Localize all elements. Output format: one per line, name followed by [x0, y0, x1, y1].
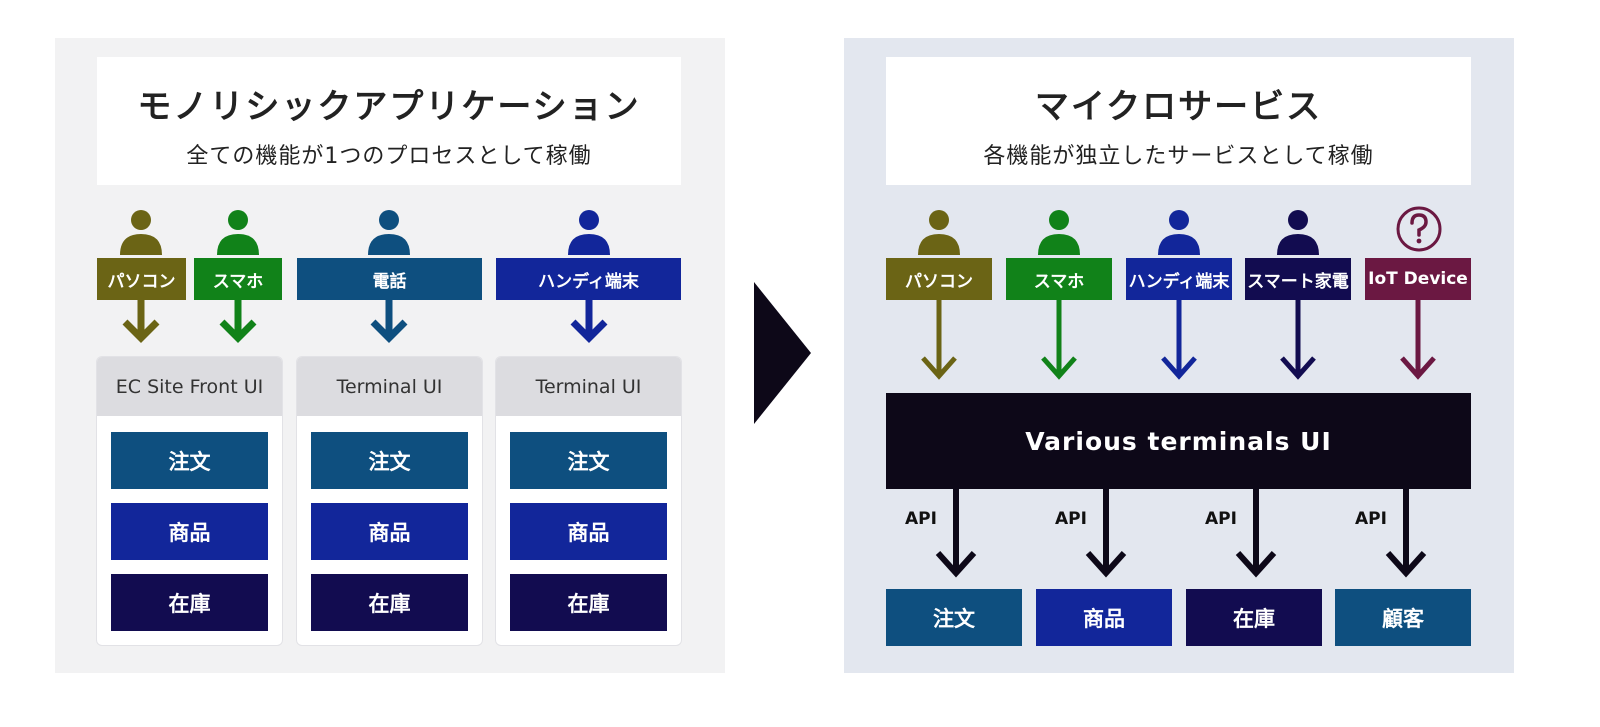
person-icon — [918, 210, 960, 255]
person-icon — [568, 210, 610, 255]
service-product: 商品 — [1036, 589, 1172, 646]
arrow-down-icon — [570, 300, 608, 343]
device-label-iot: IoT Device — [1365, 258, 1471, 300]
person-icon — [1038, 210, 1080, 255]
column-header: Terminal UI — [496, 357, 681, 416]
service-inventory: 在庫 — [1186, 589, 1322, 646]
arrow-down-icon — [122, 300, 160, 343]
api-label: API — [905, 509, 937, 529]
monolith-title: モノリシックアプリケーション — [137, 87, 641, 127]
monolith-title-box: モノリシックアプリケーション 全ての機能が1つのプロセスとして稼働 — [97, 57, 681, 185]
api-label: API — [1355, 509, 1387, 529]
module-order: 注文 — [111, 432, 268, 489]
column-header: EC Site Front UI — [97, 357, 282, 416]
device-label-handy: ハンディ端末 — [496, 258, 681, 300]
arrow-down-icon — [370, 300, 408, 343]
person-icon — [368, 210, 410, 255]
device-label-smart-appliance: スマート家電 — [1245, 258, 1351, 300]
service-customer: 顧客 — [1335, 589, 1471, 646]
module-inventory: 在庫 — [510, 574, 667, 631]
api-label: API — [1205, 509, 1237, 529]
device-label-phone: 電話 — [297, 258, 482, 300]
person-icon — [217, 210, 259, 255]
api-label: API — [1055, 509, 1087, 529]
arrow-down-icon — [1161, 300, 1197, 380]
microservices-subtitle: 各機能が独立したサービスとして稼働 — [983, 144, 1374, 169]
device-label-smartphone: スマホ — [1006, 258, 1112, 300]
microservices-title-box: マイクロサービス 各機能が独立したサービスとして稼働 — [886, 57, 1471, 185]
person-icon — [120, 210, 162, 255]
device-label-pc: パソコン — [97, 258, 186, 300]
person-icon — [1277, 210, 1319, 255]
api-arrow-icon — [1085, 489, 1127, 578]
transition-arrow-icon — [754, 282, 811, 424]
module-product: 商品 — [311, 503, 468, 560]
module-inventory: 在庫 — [311, 574, 468, 631]
column-header: Terminal UI — [297, 357, 482, 416]
device-label-smartphone: スマホ — [194, 258, 282, 300]
various-terminals-ui-bar: Various terminals UI — [886, 393, 1471, 489]
arrow-down-icon — [1041, 300, 1077, 380]
module-product: 商品 — [111, 503, 268, 560]
api-arrow-icon — [1235, 489, 1277, 578]
microservices-title: マイクロサービス — [1034, 87, 1323, 127]
arrow-down-icon — [219, 300, 257, 343]
monolith-subtitle: 全ての機能が1つのプロセスとして稼働 — [186, 144, 592, 169]
device-label-handy: ハンディ端末 — [1126, 258, 1232, 300]
api-arrow-icon — [935, 489, 977, 578]
device-label-pc: パソコン — [886, 258, 992, 300]
arrow-down-icon — [921, 300, 957, 380]
question-circle-icon — [1396, 206, 1442, 252]
api-arrow-icon — [1385, 489, 1427, 578]
person-icon — [1158, 210, 1200, 255]
module-inventory: 在庫 — [111, 574, 268, 631]
module-order: 注文 — [510, 432, 667, 489]
module-product: 商品 — [510, 503, 667, 560]
arrow-down-icon — [1400, 300, 1436, 380]
arrow-down-icon — [1280, 300, 1316, 380]
module-order: 注文 — [311, 432, 468, 489]
service-order: 注文 — [886, 589, 1022, 646]
